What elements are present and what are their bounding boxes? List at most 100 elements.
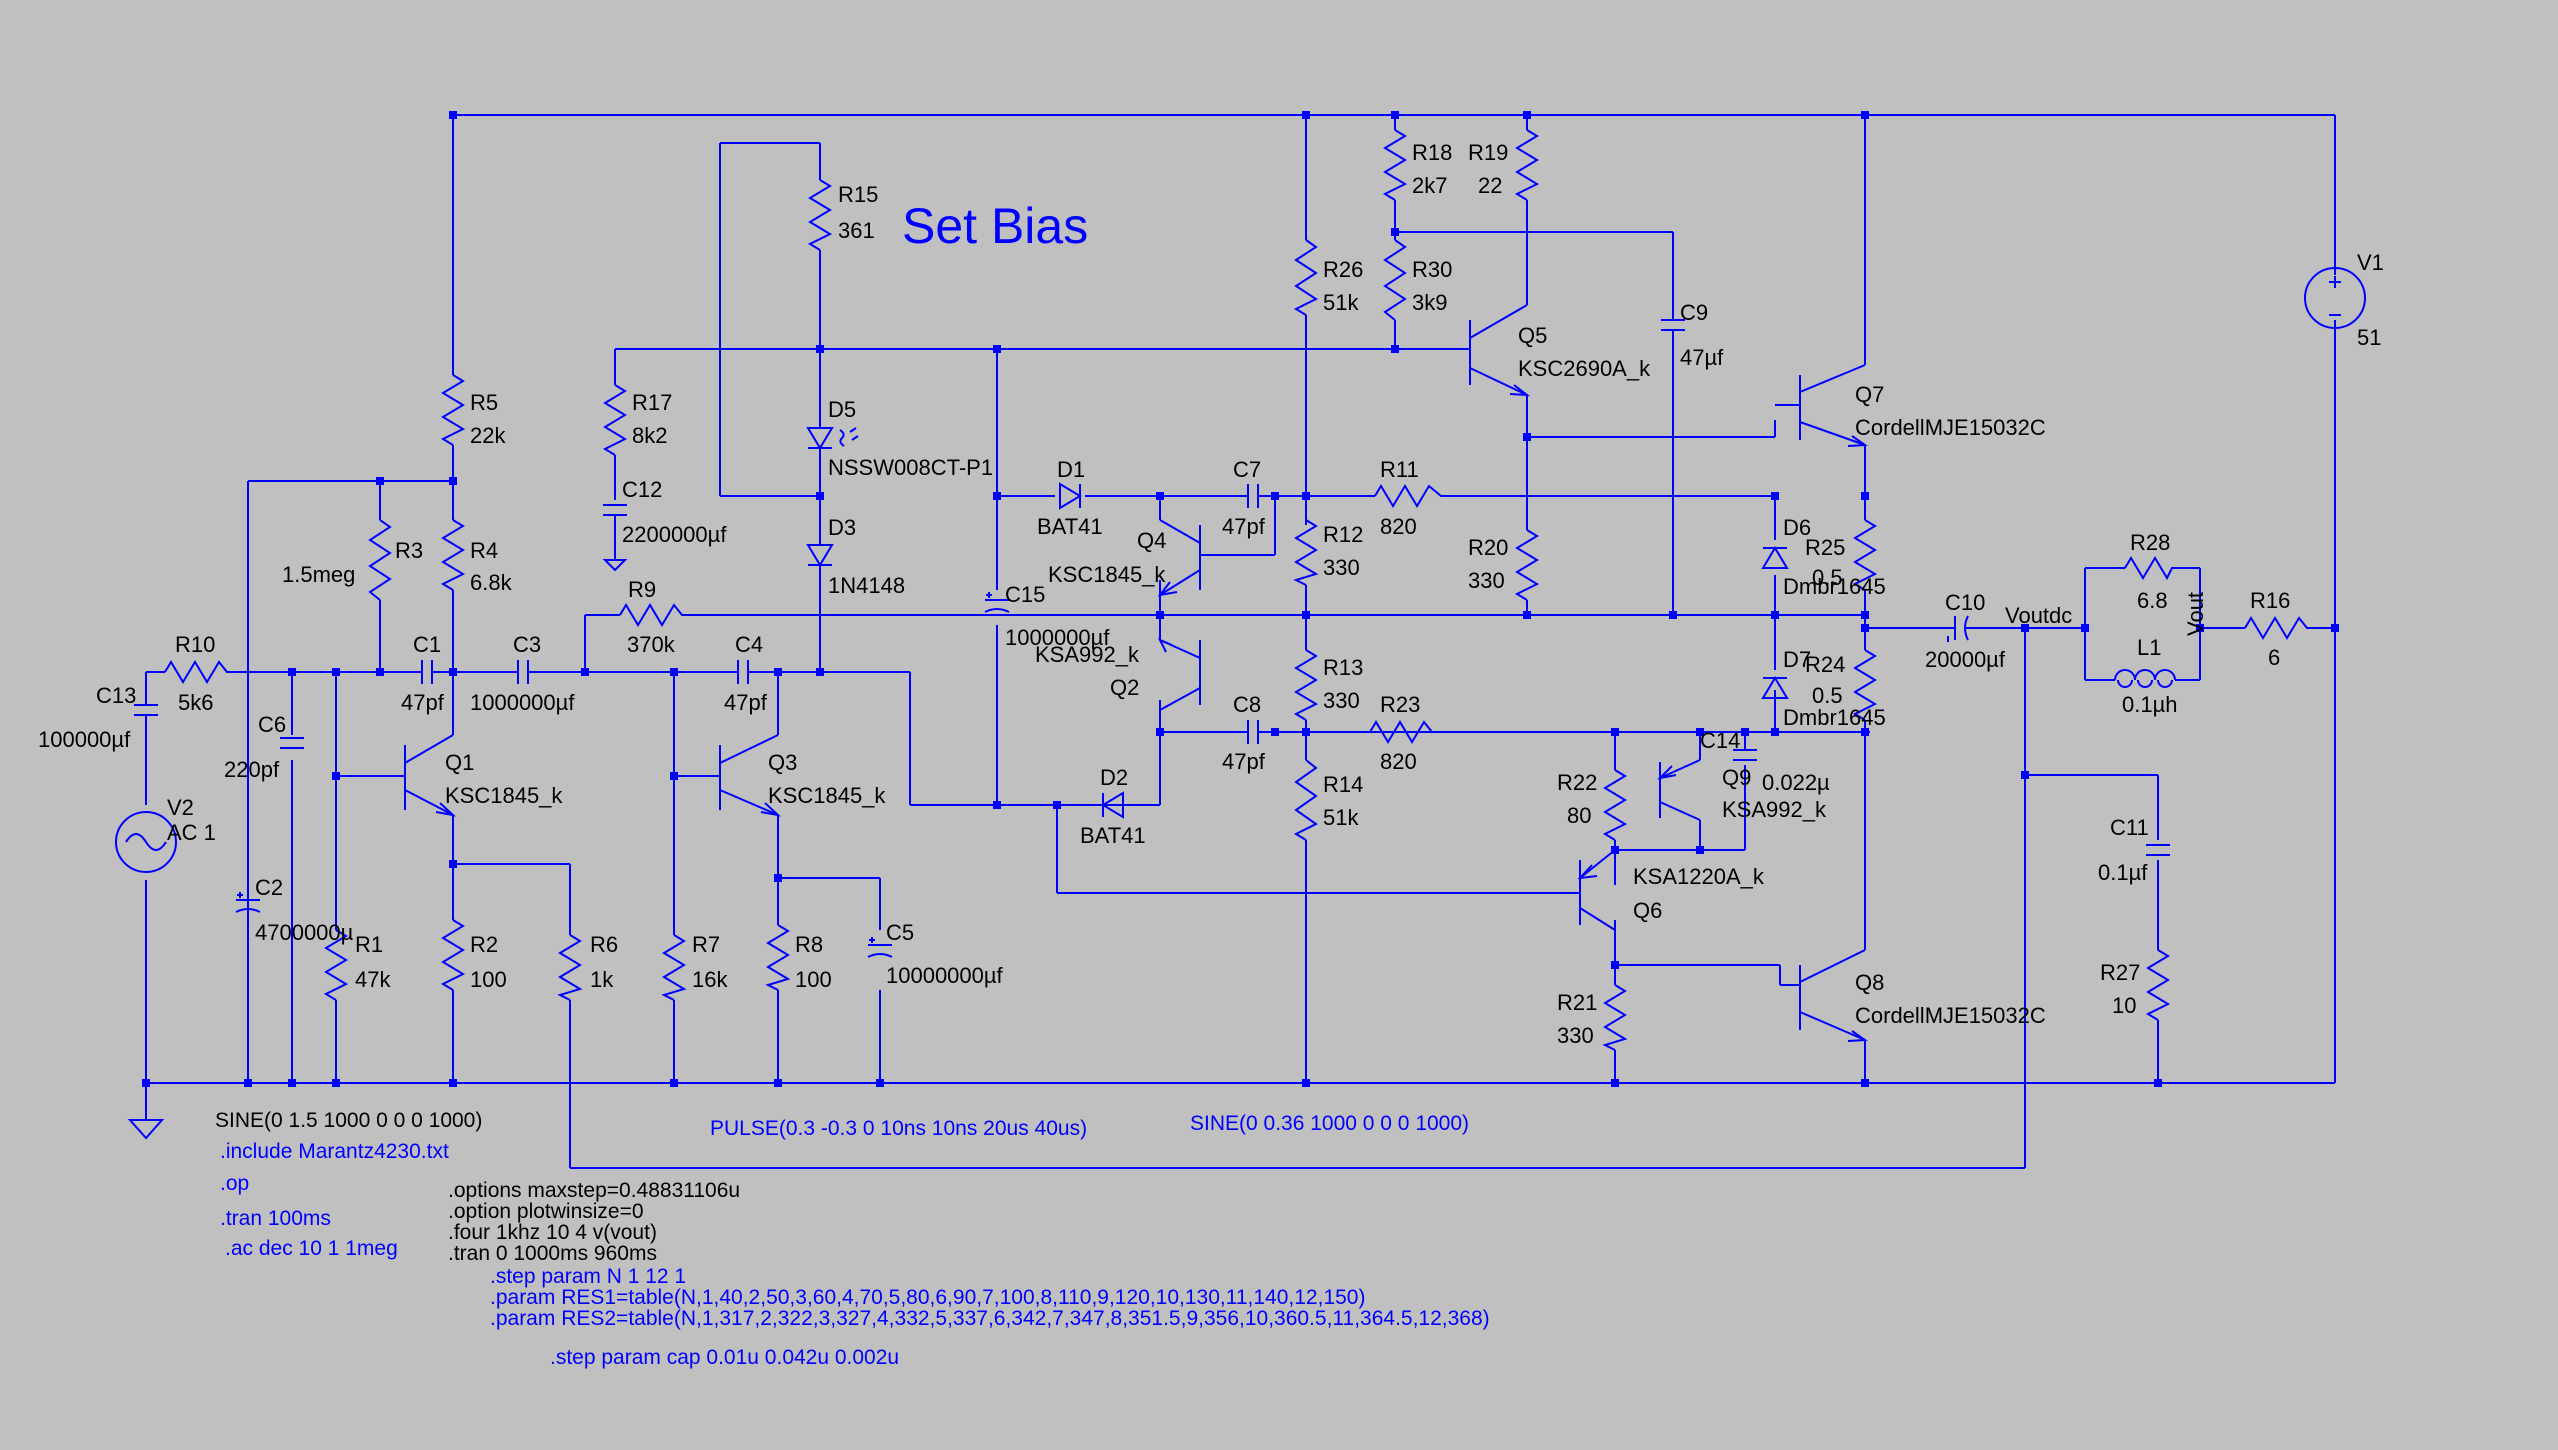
resistor-R2 — [440, 919, 466, 991]
C2-value: 4700000µ — [255, 920, 354, 945]
R20-ref: R20 — [1468, 535, 1508, 560]
transistor-Q3 — [719, 734, 782, 817]
R11-value: 820 — [1380, 514, 1417, 539]
R22-ref: R22 — [1557, 770, 1597, 795]
net-voutdc: Voutdc — [2005, 603, 2072, 628]
R5-value: 22k — [470, 423, 506, 448]
capacitor-C6 — [280, 737, 304, 749]
C12-ref: C12 — [622, 477, 662, 502]
C8-value: 47pf — [1222, 749, 1266, 774]
C13-ref: C13 — [96, 683, 136, 708]
R15-ref: R15 — [838, 182, 878, 207]
R8-ref: R8 — [795, 932, 823, 957]
capacitor-C1 — [418, 660, 438, 684]
R30-ref: R30 — [1412, 257, 1452, 282]
resistor-R16 — [2244, 616, 2310, 640]
diode-D1 — [1059, 482, 1082, 510]
directive-res2: .param RES2=table(N,1,317,2,322,3,327,4,… — [490, 1307, 1490, 1330]
directive-tran: .tran 100ms — [220, 1207, 331, 1230]
diode-D5 — [806, 420, 859, 455]
R21-value: 330 — [1557, 1023, 1594, 1048]
resistor-R10 — [164, 660, 230, 684]
D2-value: BAT41 — [1080, 823, 1146, 848]
Q1-value: KSC1845_k — [445, 783, 563, 808]
R19-value: 22 — [1478, 173, 1502, 198]
Q9-value: KSA992_k — [1722, 797, 1827, 822]
sine2-spec: SINE(0 0.36 1000 0 0 0 1000) — [1190, 1112, 1469, 1135]
R4-ref: R4 — [470, 538, 498, 563]
R16-ref: R16 — [2250, 588, 2290, 613]
R26-value: 51k — [1323, 290, 1359, 315]
transistor-Q6 — [1577, 849, 1616, 931]
resistor-R14 — [1293, 759, 1318, 841]
R13-value: 330 — [1323, 688, 1360, 713]
D7-ref: D7 — [1783, 647, 1811, 672]
resistor-R21 — [1602, 984, 1628, 1051]
transistor-Q9 — [1657, 759, 1701, 821]
resistor-R26 — [1293, 239, 1319, 316]
Q6-value: KSA1220A_k — [1633, 864, 1765, 889]
Q7-value: CordellMJE15032C — [1855, 415, 2046, 440]
directive-op: .op — [220, 1172, 249, 1195]
Q2-ref: Q2 — [1110, 675, 1139, 700]
Q8-ref: Q8 — [1855, 970, 1884, 995]
R17-ref: R17 — [632, 390, 672, 415]
resistor-R15 — [807, 179, 833, 251]
R3-ref: R3 — [395, 538, 423, 563]
diode-D2 — [1101, 780, 1161, 819]
C5-ref: C5 — [886, 920, 914, 945]
Q3-ref: Q3 — [768, 750, 797, 775]
capacitor-C8 — [1240, 720, 1270, 744]
R21-ref: R21 — [1557, 990, 1597, 1015]
resistor-R5 — [440, 374, 466, 446]
ground-icon — [127, 1119, 165, 1140]
R26-ref: R26 — [1323, 257, 1363, 282]
resistor-R9 — [619, 603, 685, 627]
resistor-R11 — [1374, 484, 1445, 508]
R19-ref: R19 — [1468, 140, 1508, 165]
V2-value: AC 1 — [167, 820, 216, 845]
transistor-Q5 — [1469, 304, 1531, 397]
C14-value: 0.022µ — [1762, 770, 1830, 795]
transistor-Q8 — [1799, 949, 1868, 1042]
D3-ref: D3 — [828, 515, 856, 540]
directive-step-cap: .step param cap 0.01u 0.042u 0.002u — [550, 1346, 899, 1369]
pulse-spec: PULSE(0.3 -0.3 0 10ns 10ns 20us 40us) — [710, 1117, 1087, 1140]
capacitors — [134, 319, 2170, 958]
v2-sine-spec: SINE(0 1.5 1000 0 0 0 1000) — [215, 1109, 482, 1132]
R27-value: 10 — [2112, 993, 2136, 1018]
L1-ref: L1 — [2137, 635, 2161, 660]
capacitor-C13 — [134, 704, 158, 725]
R12-value: 330 — [1323, 555, 1360, 580]
Q9-ref: Q9 — [1722, 765, 1751, 790]
R10-value: 5k6 — [178, 690, 213, 715]
C2-ref: C2 — [255, 875, 283, 900]
D5-ref: D5 — [828, 397, 856, 422]
transistor-Q2 — [1157, 638, 1201, 711]
Q4-value: KSC1845_k — [1048, 562, 1166, 587]
C9-ref: C9 — [1680, 300, 1708, 325]
resistor-R27 — [2145, 949, 2171, 1021]
Q3-value: KSC1845_k — [768, 783, 886, 808]
D2-ref: D2 — [1100, 765, 1128, 790]
R6-value: 1k — [590, 967, 614, 992]
C6-value: 220pf — [224, 757, 280, 782]
diagram-title: Set Bias — [902, 198, 1088, 254]
R5-ref: R5 — [470, 390, 498, 415]
capacitor-C11 — [2146, 844, 2170, 856]
R7-value: 16k — [692, 967, 728, 992]
resistor-R17 — [602, 384, 628, 456]
capacitor-C5 — [867, 937, 893, 958]
Q6-ref: Q6 — [1633, 898, 1662, 923]
R11-ref: R11 — [1380, 457, 1419, 482]
R18-ref: R18 — [1412, 140, 1452, 165]
C7-ref: C7 — [1233, 457, 1261, 482]
R12-ref: R12 — [1323, 522, 1363, 547]
D1-ref: D1 — [1057, 457, 1085, 482]
C11-value: 0.1µf — [2098, 860, 2148, 885]
voltage-source-V1 — [2304, 267, 2366, 329]
R7-ref: R7 — [692, 932, 720, 957]
R28-ref: R28 — [2130, 530, 2170, 555]
R14-value: 51k — [1323, 805, 1359, 830]
